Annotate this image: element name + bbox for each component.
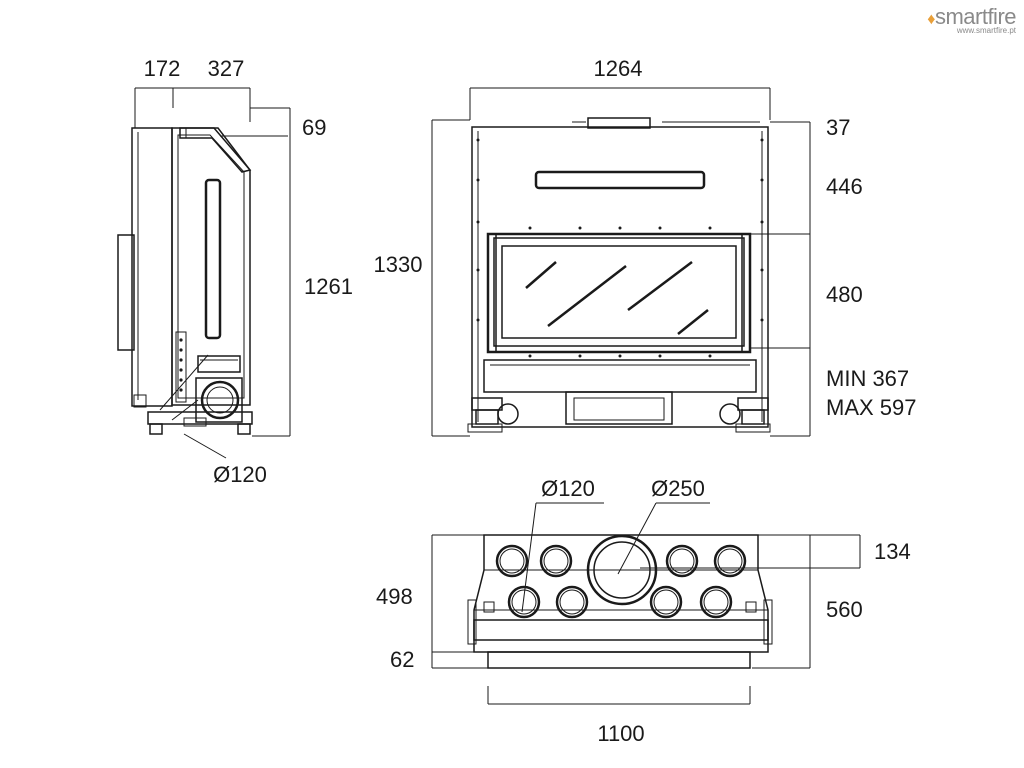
top-dim-width: 1100 (597, 721, 644, 746)
front-dim-upper: 446 (826, 174, 863, 199)
front-view: 1264 1330 37 446 480 MIN 367 MAX 597 (374, 56, 917, 437)
top-dim-depth-right: 560 (826, 597, 863, 622)
side-dim-top-left: 172 (144, 56, 181, 81)
side-dim-top-offset: 69 (302, 115, 326, 140)
front-dim-base-min: MIN 367 (826, 366, 909, 391)
brand-name: smartfire (934, 4, 1017, 29)
flame-icon: ♦ (927, 11, 935, 28)
front-dim-width: 1264 (594, 56, 643, 81)
brand-logo: ♦smartfire www.smartfire.pt (927, 4, 1016, 35)
top-dim-front-offset: 62 (390, 647, 414, 672)
brand-url: www.smartfire.pt (956, 26, 1016, 35)
front-dim-base-max: MAX 597 (826, 395, 917, 420)
side-dim-top-right: 327 (208, 56, 245, 81)
top-dim-depth-left: 498 (376, 584, 413, 609)
side-view: 172 327 69 1261 Ø120 (117, 56, 353, 487)
top-duct-large: Ø250 (651, 476, 705, 501)
top-dim-collar: 134 (874, 539, 911, 564)
front-dim-window: 480 (826, 282, 863, 307)
side-dim-height: 1261 (304, 274, 353, 299)
side-duct-diameter: Ø120 (213, 462, 267, 487)
top-duct-small: Ø120 (541, 476, 595, 501)
front-dim-top: 37 (826, 115, 850, 140)
front-dim-height: 1330 (374, 252, 423, 277)
top-view: Ø120 Ø250 134 498 560 62 1100 (376, 476, 911, 746)
